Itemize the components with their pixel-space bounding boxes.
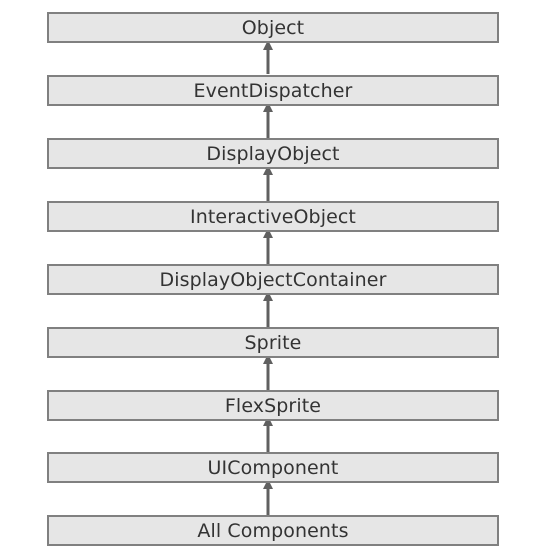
class-box-displayobject: DisplayObject — [47, 138, 499, 169]
class-label: Object — [241, 16, 305, 39]
class-box-object: Object — [47, 12, 499, 43]
class-box-uicomponent: UIComponent — [47, 452, 499, 483]
class-box-interactiveobject: InteractiveObject — [47, 201, 499, 232]
class-label: FlexSprite — [224, 394, 322, 417]
class-label: EventDispatcher — [193, 79, 353, 102]
class-box-eventdispatcher: EventDispatcher — [47, 75, 499, 106]
class-label: UIComponent — [207, 456, 339, 479]
class-box-flexsprite: FlexSprite — [47, 390, 499, 421]
class-box-displayobjectcontainer: DisplayObjectContainer — [47, 264, 499, 295]
class-label: DisplayObjectContainer — [159, 268, 387, 291]
class-label: InteractiveObject — [190, 205, 356, 228]
class-label: All Components — [197, 519, 349, 542]
class-label: DisplayObject — [206, 142, 340, 165]
class-box-allcomponents: All Components — [47, 515, 499, 546]
class-box-sprite: Sprite — [47, 327, 499, 358]
class-label: Sprite — [244, 331, 302, 354]
